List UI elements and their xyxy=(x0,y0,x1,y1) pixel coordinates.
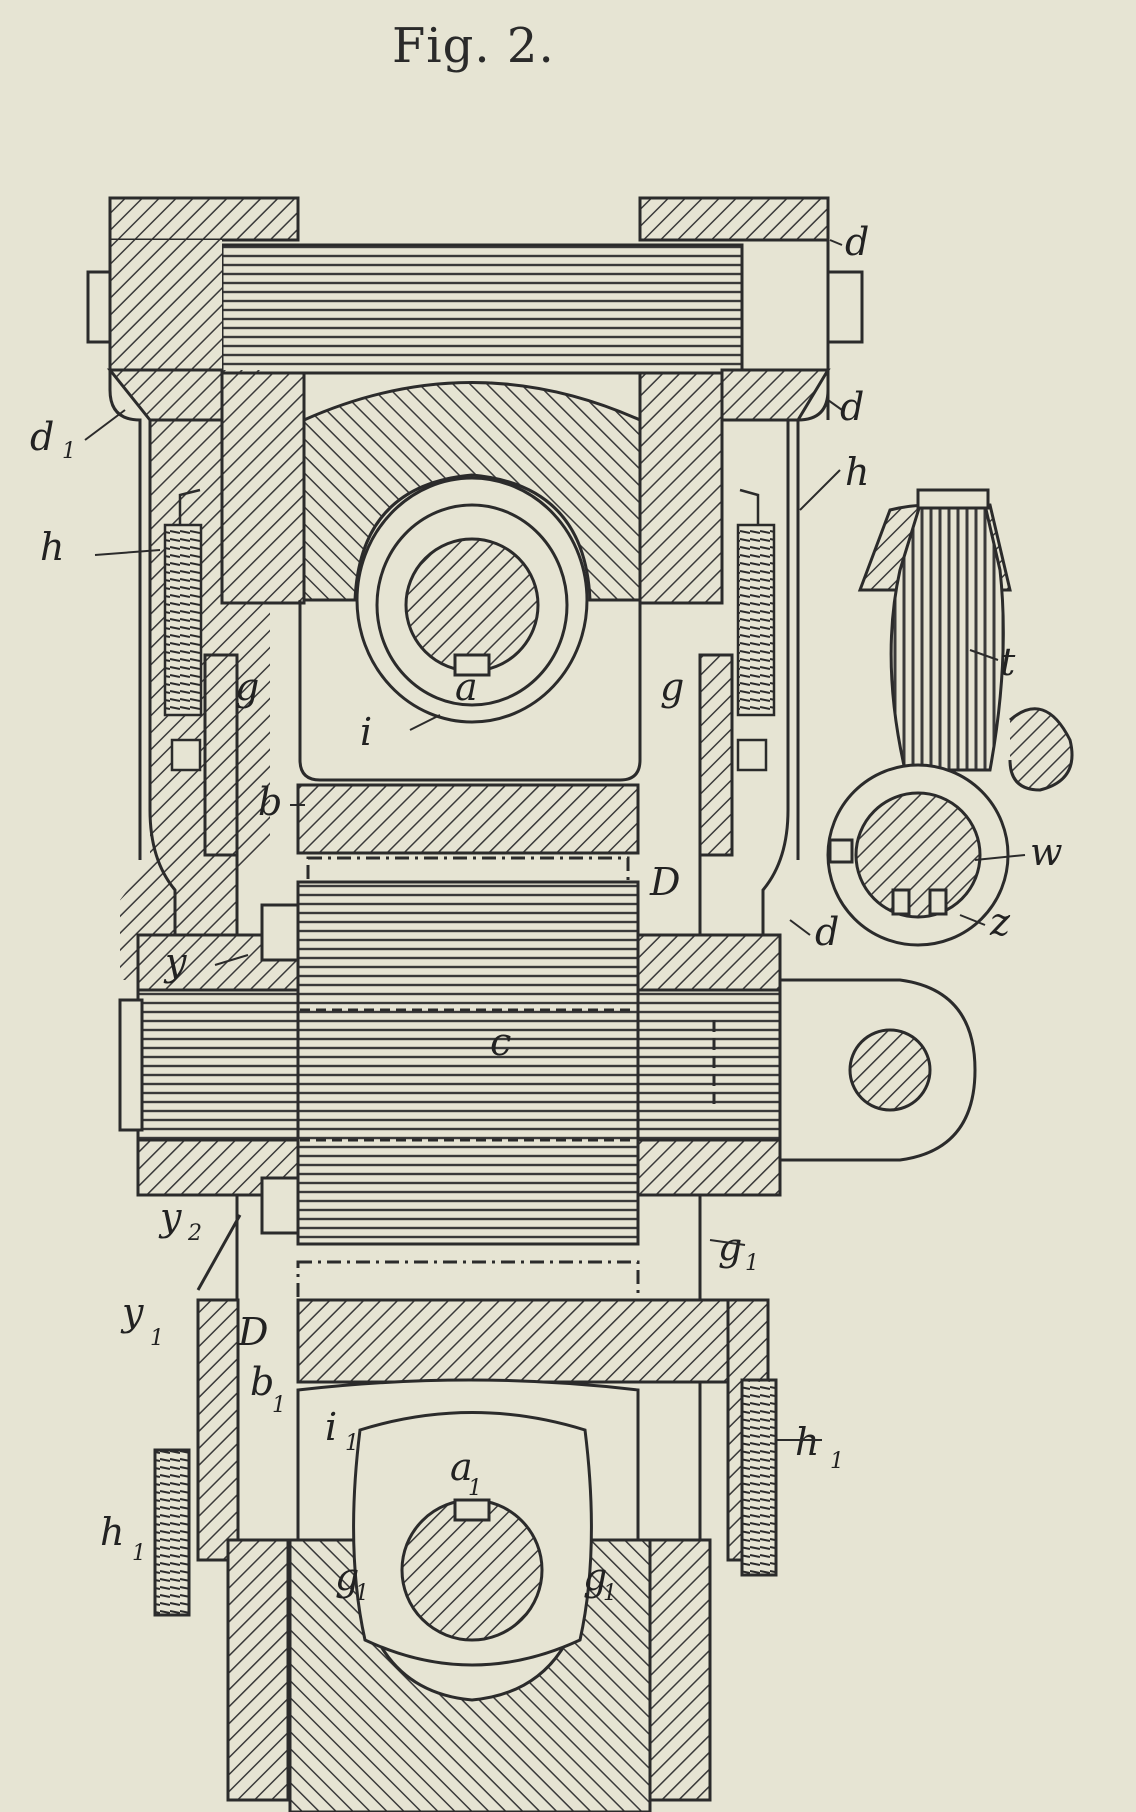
svg-text:h: h xyxy=(795,1420,819,1464)
main-roller-c xyxy=(118,880,804,1246)
upper-springs xyxy=(163,488,776,772)
svg-text:D: D xyxy=(237,1310,268,1354)
svg-text:g: g xyxy=(660,665,684,709)
svg-text:1: 1 xyxy=(745,1251,759,1276)
svg-text:h: h xyxy=(40,525,64,569)
svg-text:y: y xyxy=(120,1290,144,1334)
svg-text:g: g xyxy=(235,665,259,709)
svg-text:1: 1 xyxy=(830,1449,844,1474)
svg-text:i: i xyxy=(360,710,372,754)
svg-text:b: b xyxy=(258,780,282,824)
svg-text:1: 1 xyxy=(150,1326,164,1351)
svg-text:z: z xyxy=(989,900,1011,944)
svg-text:t: t xyxy=(1000,640,1016,684)
svg-text:1: 1 xyxy=(345,1431,359,1456)
leader-lines xyxy=(84,239,1026,1441)
figure-title: Fig. 2. xyxy=(392,18,555,74)
svg-text:1: 1 xyxy=(468,1476,482,1501)
svg-text:d: d xyxy=(815,910,839,954)
svg-text:g: g xyxy=(718,1225,742,1269)
svg-text:y: y xyxy=(158,1195,182,1239)
lower-crosshead xyxy=(153,1214,778,1812)
svg-text:a: a xyxy=(450,1445,473,1489)
svg-text:w: w xyxy=(1030,830,1063,874)
svg-text:y: y xyxy=(163,940,187,984)
svg-text:d: d xyxy=(840,385,864,429)
svg-text:1: 1 xyxy=(272,1393,286,1418)
svg-text:1: 1 xyxy=(62,439,76,464)
tool-post xyxy=(826,488,1074,947)
svg-text:a: a xyxy=(455,665,478,709)
svg-text:D: D xyxy=(649,860,680,904)
svg-text:1: 1 xyxy=(355,1581,369,1606)
svg-text:g: g xyxy=(335,1555,359,1599)
svg-text:g: g xyxy=(583,1555,607,1599)
svg-text:c: c xyxy=(490,1020,511,1064)
svg-text:d: d xyxy=(30,415,54,459)
part-labels: d d d 1 h h g a g i t b w D z d y c y 2 … xyxy=(30,220,1063,1606)
svg-text:1: 1 xyxy=(132,1541,146,1566)
svg-text:b: b xyxy=(250,1360,274,1404)
svg-text:h: h xyxy=(100,1510,124,1554)
svg-text:h: h xyxy=(845,450,869,494)
svg-text:2: 2 xyxy=(187,1221,202,1246)
sliding-block-b xyxy=(296,783,640,884)
right-lug xyxy=(778,978,977,1162)
svg-text:i: i xyxy=(325,1405,337,1449)
svg-text:d: d xyxy=(845,220,869,264)
svg-text:1: 1 xyxy=(603,1581,617,1606)
